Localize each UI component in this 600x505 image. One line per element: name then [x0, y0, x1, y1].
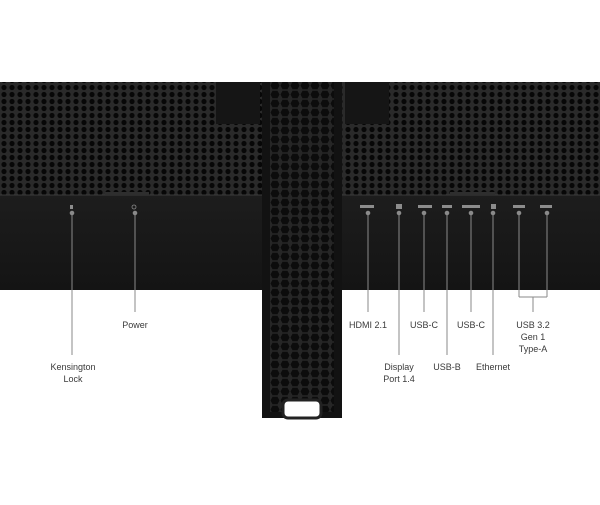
label-kensington-line2: Lock	[63, 374, 83, 384]
stand-mount-right	[345, 82, 389, 124]
callout-dot-power	[132, 210, 138, 216]
usbc-icon-1	[418, 205, 432, 208]
label-kensington-line1: Kensington	[50, 362, 96, 372]
stand-hex-pattern	[270, 82, 334, 412]
label-hdmi: HDMI 2.1	[338, 319, 398, 331]
power-icon	[131, 204, 137, 210]
label-usbc-2: USB-C	[448, 319, 494, 331]
label-usbb-line1: USB-B	[433, 362, 461, 372]
label-displayport-line1: Display	[384, 362, 414, 372]
callout-dot-hdmi	[365, 210, 371, 216]
callout-dot-usbc-2	[468, 210, 474, 216]
callout-dot-usba-1	[516, 210, 522, 216]
label-displayport-line2: Port 1.4	[383, 374, 415, 384]
label-ethernet: Ethernet	[468, 361, 518, 373]
label-displayport: Display Port 1.4	[374, 361, 424, 385]
label-ethernet-line1: Ethernet	[475, 362, 511, 372]
hdmi-icon	[360, 205, 374, 208]
callout-dot-kensington	[69, 210, 75, 216]
label-usba-line1: USB 3.2	[516, 320, 550, 330]
port-glyphs	[70, 204, 552, 210]
label-power: Power	[105, 319, 165, 331]
label-usba-line2: Gen 1	[520, 332, 546, 342]
label-power-line1: Power	[122, 320, 148, 330]
callout-lines	[69, 210, 550, 355]
callout-dot-usbc-1	[421, 210, 427, 216]
kensington-lock-icon	[70, 205, 73, 209]
usba-icon-2	[540, 205, 552, 208]
callout-dot-usba-2	[544, 210, 550, 216]
label-usbc-1: USB-C	[401, 319, 447, 331]
usbb-icon	[442, 205, 452, 208]
label-usbc-2-line1: USB-C	[456, 320, 485, 330]
callout-dot-ethernet	[490, 210, 496, 216]
label-kensington-lock: Kensington Lock	[42, 361, 104, 385]
label-usba: USB 3.2 Gen 1 Type-A	[508, 319, 558, 355]
housing-lip-left	[105, 192, 149, 195]
usba-icon-1	[513, 205, 525, 208]
ethernet-icon	[491, 204, 496, 209]
stand-handle-opening	[281, 398, 323, 420]
callout-dot-usbb	[444, 210, 450, 216]
stand-mount-left	[216, 82, 260, 124]
usbc-icon-2	[462, 205, 480, 208]
label-usba-line3: Type-A	[518, 344, 548, 354]
label-usbc-1-line1: USB-C	[409, 320, 438, 330]
displayport-icon	[396, 204, 402, 209]
label-usbb: USB-B	[424, 361, 470, 373]
housing-lip-right	[450, 192, 495, 195]
callout-dot-displayport	[396, 210, 402, 216]
label-hdmi-line1: HDMI 2.1	[348, 320, 387, 330]
